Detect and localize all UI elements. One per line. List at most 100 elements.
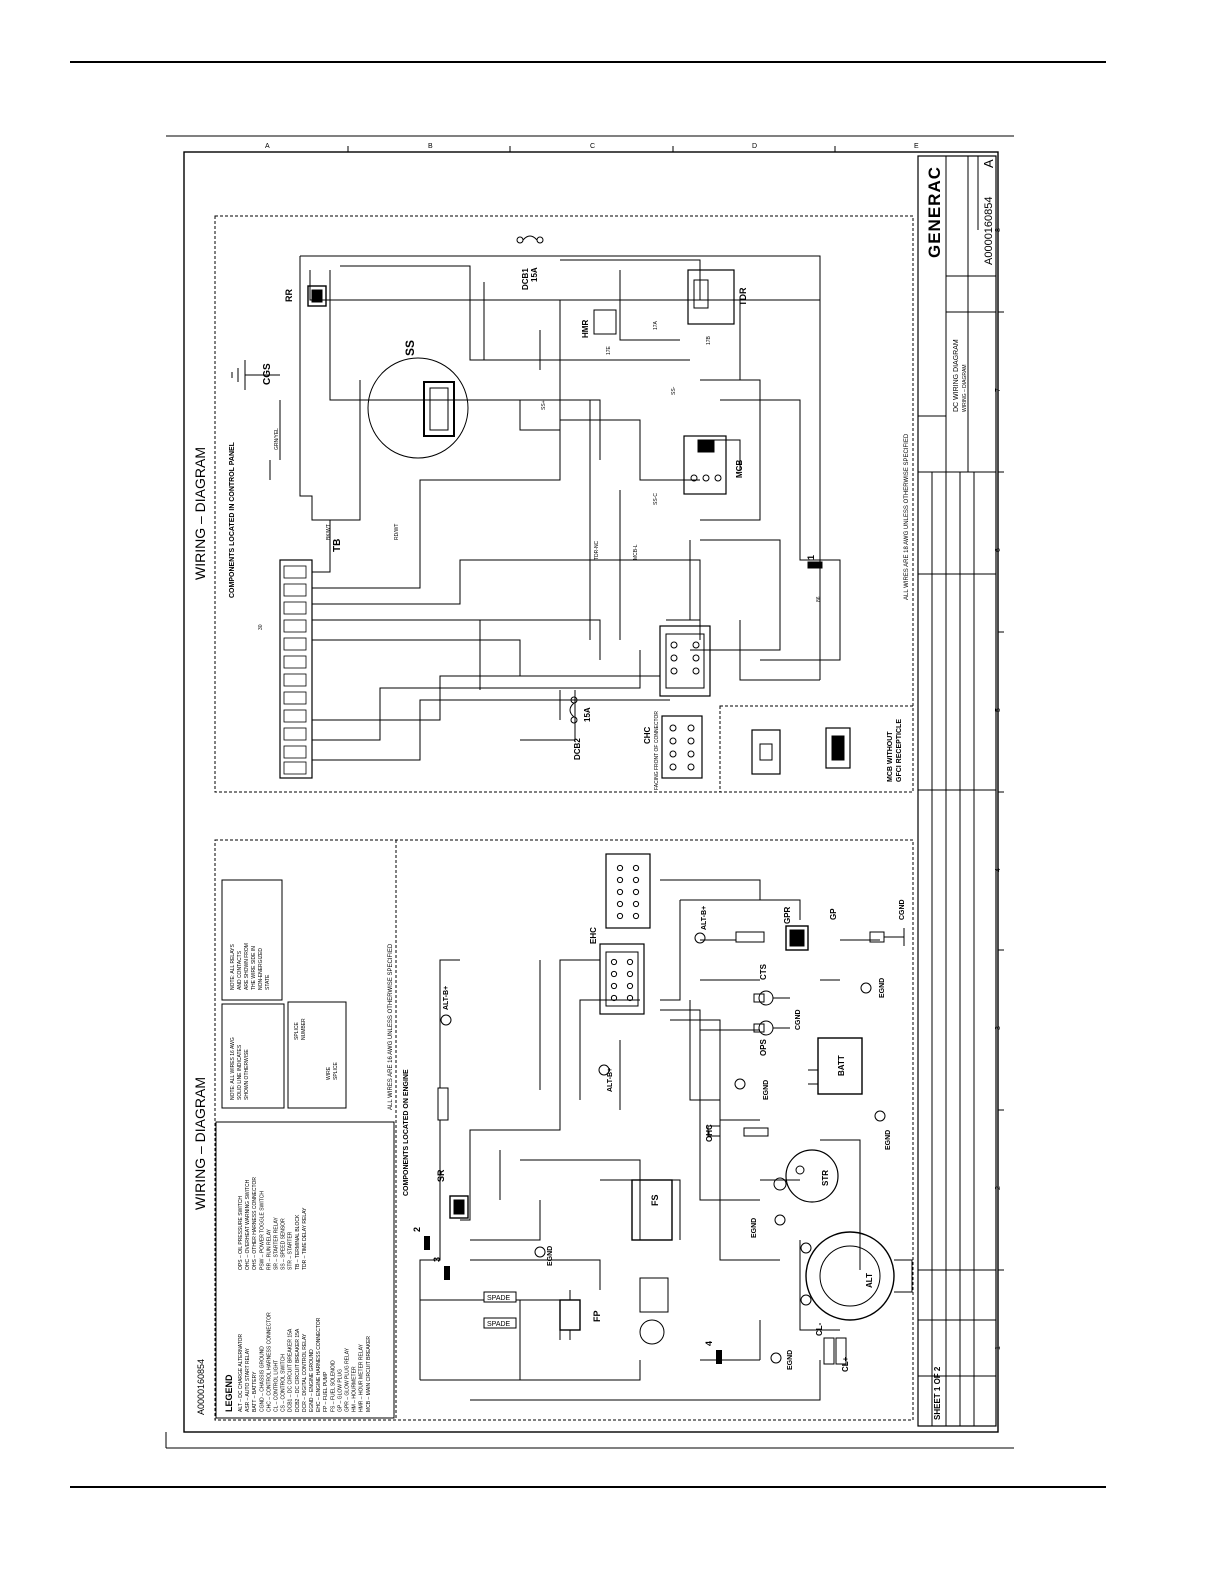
batt-label: BATT	[837, 1055, 846, 1076]
dcb1-label: DCB1	[521, 268, 530, 290]
alt-b-plus-3: ALT-B+	[701, 906, 708, 930]
revision-letter: A	[981, 159, 996, 168]
drawing-number: A0000160854	[983, 196, 995, 265]
wire-label-ss-minus: SS-	[671, 386, 677, 395]
legend-entry: SS – SPEED SENSOR	[281, 1218, 287, 1270]
hmr-label: HMR	[581, 320, 590, 338]
zone-letter-a: A	[265, 143, 270, 150]
time-delay-relay	[687, 269, 735, 325]
splice-4-label: 4	[704, 1341, 714, 1346]
wire-label-ss-c: SS-C	[653, 493, 659, 505]
dcb1-rating: 15A	[530, 267, 539, 282]
wire-labels-upper: GRN/YEL BK/WT RD/WT SS+ SS- SS-C MCB-L T…	[258, 320, 822, 630]
tdr-label: TDR	[738, 287, 748, 306]
wire-note-line-1: NOTE: ALL WIRES 16 AWG	[230, 1037, 236, 1100]
brand-logo: GENERAC	[925, 166, 944, 258]
dcb1-breaker	[516, 235, 544, 244]
drawing-number-side: A0000160854	[196, 1359, 206, 1415]
cl-plus-label: CL+	[841, 1356, 850, 1372]
ops-label: OPS	[759, 1038, 768, 1056]
chc-connector-top	[659, 625, 711, 697]
legend-entry: CS – CONTROL SWITCH	[281, 1354, 287, 1412]
egnd-4: EGND	[763, 1080, 770, 1100]
legend-entry: ASR – AUTO START RELAY	[245, 1347, 251, 1412]
fuel-solenoid	[631, 1179, 673, 1345]
legend-entry: RR – RUN RELAY	[266, 1228, 272, 1270]
wire-note: NOTE: ALL WIRES 16 AWG SOLID LINE INDICA…	[230, 1037, 250, 1100]
control-panel-region	[214, 215, 914, 793]
wire-label-grn-yel: GRN/YEL	[274, 428, 280, 450]
egnd-5: EGND	[885, 1130, 892, 1150]
legend-entry: FP – FUEL PUMP	[323, 1371, 329, 1412]
zone-number-1: 1	[995, 1346, 1002, 1350]
alt-label: ALT	[865, 1273, 874, 1288]
relay-note-line-6: STATE	[265, 974, 271, 990]
chc-connector-face	[661, 715, 703, 779]
lower-panel-subtitle: COMPONENTS LOCATED ON ENGINE	[403, 1069, 410, 1196]
wire-note-line-3: SHOWN OTHERWISE	[244, 1049, 250, 1100]
legend-entry: SR – STARTER RELAY	[274, 1217, 280, 1270]
fuel-pump	[559, 1290, 581, 1340]
wire-note-line-2: SOLID LINE INDICATES	[237, 1044, 243, 1100]
oil-pressure-switch	[753, 1020, 790, 1036]
title-block-text: GENERAC A0000160854 A DC WIRING DIAGRAM …	[925, 159, 996, 1420]
legend-entry: OPS – OIL PRESSURE SWITCH	[238, 1196, 244, 1270]
legend-entry: OHS – OTHER HARNESS CONNECTOR	[252, 1177, 258, 1270]
zone-letters: A B C D E	[265, 143, 919, 150]
legend-entry: HMR – HOUR METER RELAY	[359, 1343, 365, 1412]
splice-note-line-2: NUMBER	[301, 1018, 307, 1040]
terminal-block	[279, 559, 313, 779]
cgnd2-label: CGND	[795, 1009, 802, 1030]
legend-entry: DCB1 – DC CIRCUIT BREAKER 15A	[288, 1328, 294, 1412]
splice-1	[807, 561, 823, 569]
legend-entry: HM – HOURMETER	[352, 1366, 358, 1412]
legend-entry: FS – FUEL SOLENOID	[330, 1360, 336, 1412]
chc-label: CHC	[643, 726, 652, 744]
zone-numbers: 8 7 6 5 4 3 2 1	[995, 228, 1002, 1350]
cts-label: CTS	[759, 963, 768, 980]
alt-b-plus-2: ALT-B+	[607, 1068, 614, 1092]
mcb-without-gfci	[751, 727, 851, 775]
egnd-3: EGND	[751, 1218, 758, 1238]
rr-label: RR	[284, 289, 294, 302]
wire-label-17b: 17B	[706, 335, 712, 345]
starter-motor	[773, 1149, 839, 1203]
legend-entry: MCB – MAIN CIRCUIT BREAKER	[366, 1336, 372, 1412]
speed-sensor	[367, 357, 469, 459]
upper-panel-subtitle: COMPONENTS LOCATED IN CONTROL PANEL	[229, 441, 236, 598]
wire-label-17e: 17E	[606, 345, 612, 355]
legend-entry: DCB2 – DC CIRCUIT BREAKER 15A	[295, 1328, 301, 1412]
legend-entry: EGND – ENGINE GROUND	[309, 1349, 315, 1412]
dcb2-rating: 15A	[583, 707, 592, 722]
zone-number-6: 6	[995, 548, 1002, 552]
cgnd-label: CGND	[899, 899, 906, 920]
main-circuit-breaker	[683, 435, 727, 495]
relay-note: NOTE: ALL RELAYS AND CONTACTS ARE SHOWN …	[230, 943, 271, 990]
zone-letter-d: D	[752, 143, 757, 150]
splices-engine	[424, 1236, 722, 1364]
cl-minus-label: CL-	[815, 1322, 824, 1336]
mcb-label: MCB	[735, 460, 744, 478]
gpr-label: GPR	[783, 906, 792, 924]
wire-label-30: 30	[258, 624, 264, 630]
engine-wiring	[419, 879, 880, 1401]
dcb2-breaker	[569, 696, 578, 724]
legend-entry: PSW – POWER TOGGLE SWITCH	[259, 1191, 265, 1270]
title-block	[917, 155, 997, 1427]
legend-entry: TB – TERMINAL BLOCK	[295, 1214, 301, 1270]
ss-label: SS	[403, 340, 417, 356]
overheat-switch	[707, 1125, 769, 1137]
ohc-label: OHC	[705, 1124, 714, 1142]
glow-plug-relay	[735, 925, 809, 951]
legend-entry: GP – GLOW PLUG	[337, 1369, 343, 1412]
legend-entry: OHC – OVERHEAT WARNING SWITCH	[245, 1179, 251, 1270]
zone-letter-e: E	[914, 143, 919, 150]
lower-panel-note: ALL WIRES ARE 16 AWG UNLESS OTHERWISE SP…	[388, 943, 394, 1110]
zone-letter-b: B	[428, 143, 433, 150]
relay-note-line-2: AND CONTACTS	[237, 950, 243, 990]
hour-meter-relay	[593, 309, 617, 335]
zone-number-3: 3	[995, 1026, 1002, 1030]
cgs-ground-symbol	[231, 360, 280, 390]
title-block-title: DC WIRING DIAGRAM	[953, 339, 960, 412]
